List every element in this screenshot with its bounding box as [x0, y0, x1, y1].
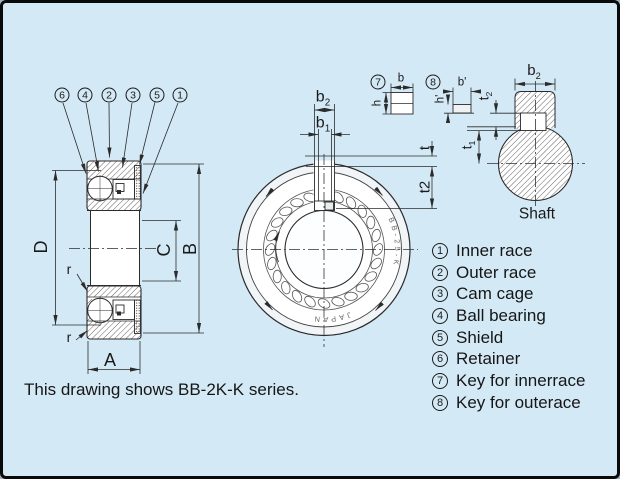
legend-item-shield: 5 Shield: [432, 327, 585, 349]
shaft-dimensions: [467, 78, 556, 164]
key8-detail: [443, 87, 481, 123]
dim-b1-front-label: b1: [315, 114, 331, 135]
legend-item-outer-race: 2 Outer race: [432, 262, 585, 284]
dim-h-key7-label: h: [371, 99, 384, 107]
legend-label-7: Key for innerrace: [456, 370, 586, 390]
dim-C-label: C: [154, 243, 174, 257]
cross-section-dimensions: [52, 163, 204, 374]
dim-r-lower-label: r: [66, 329, 72, 345]
callout-6: 6: [54, 87, 70, 103]
dim-b-key8-label: b': [457, 76, 467, 89]
legend-item-cam-cage: 3 Cam cage: [432, 283, 585, 305]
dim-D-label: D: [31, 240, 51, 254]
parts-legend: 1 Inner race 2 Outer race 3 Cam cage 4 B…: [432, 240, 585, 414]
callout-3: 3: [125, 87, 141, 103]
dim-t1-shaft-label: t1: [458, 140, 478, 150]
legend-item-key-outerace: 8 Key for outerace: [432, 392, 585, 414]
technical-drawing: BB-25-K JAPAN: [52, 78, 585, 374]
legend-num-8: 8: [432, 394, 448, 411]
legend-num-1: 1: [432, 242, 448, 259]
bearing-front-view: BB-25-K JAPAN: [232, 154, 418, 347]
dim-b2-front-label: b2: [315, 88, 331, 109]
series-caption: This drawing shows BB-2K-K series.: [24, 380, 299, 399]
callout-leaders: [62, 101, 179, 194]
dim-t2-front-label: t2: [416, 180, 434, 194]
shaft-label: Shaft: [518, 205, 556, 223]
legend-num-2: 2: [432, 264, 448, 281]
dim-b-key7-label: b: [397, 72, 405, 85]
legend-label-4: Ball bearing: [456, 305, 546, 325]
legend-label-5: Shield: [456, 327, 504, 347]
legend-num-7: 7: [432, 372, 448, 389]
legend-item-retainer: 6 Retainer: [432, 348, 585, 370]
dim-B-label: B: [180, 242, 200, 256]
callout-1: 1: [172, 87, 188, 103]
legend-label-3: Cam cage: [456, 284, 534, 304]
dim-h-key8-label: h': [434, 94, 447, 104]
front-view-dimensions: [300, 104, 437, 209]
legend-num-5: 5: [432, 329, 448, 346]
legend-item-key-innerrace: 7 Key for innerrace: [432, 370, 585, 392]
dim-r-upper-label: r: [66, 261, 72, 277]
key7-detail: [382, 83, 414, 115]
legend-item-ball-bearing: 4 Ball bearing: [432, 305, 585, 327]
dim-t2-shaft-label: t2: [475, 91, 495, 101]
legend-label-2: Outer race: [456, 262, 537, 282]
legend-num-3: 3: [432, 286, 448, 303]
dim-A-label: A: [103, 350, 117, 370]
bearing-cross-section: [69, 160, 159, 340]
callout-2: 2: [101, 87, 117, 103]
legend-label-8: Key for outerace: [456, 392, 581, 412]
legend-num-6: 6: [432, 351, 448, 368]
legend-label-1: Inner race: [456, 240, 533, 260]
callout-4: 4: [77, 87, 93, 103]
dim-t-label: t: [416, 145, 434, 151]
callout-7: 7: [370, 74, 386, 90]
legend-label-6: Retainer: [456, 349, 521, 369]
legend-num-4: 4: [432, 307, 448, 324]
shaft-view: [467, 78, 585, 209]
callout-5: 5: [149, 87, 165, 103]
legend-item-inner-race: 1 Inner race: [432, 240, 585, 262]
rotation-direction-arrows: [264, 186, 384, 311]
dim-b2-shaft-label: b2: [527, 61, 541, 81]
callout-8: 8: [425, 74, 441, 90]
